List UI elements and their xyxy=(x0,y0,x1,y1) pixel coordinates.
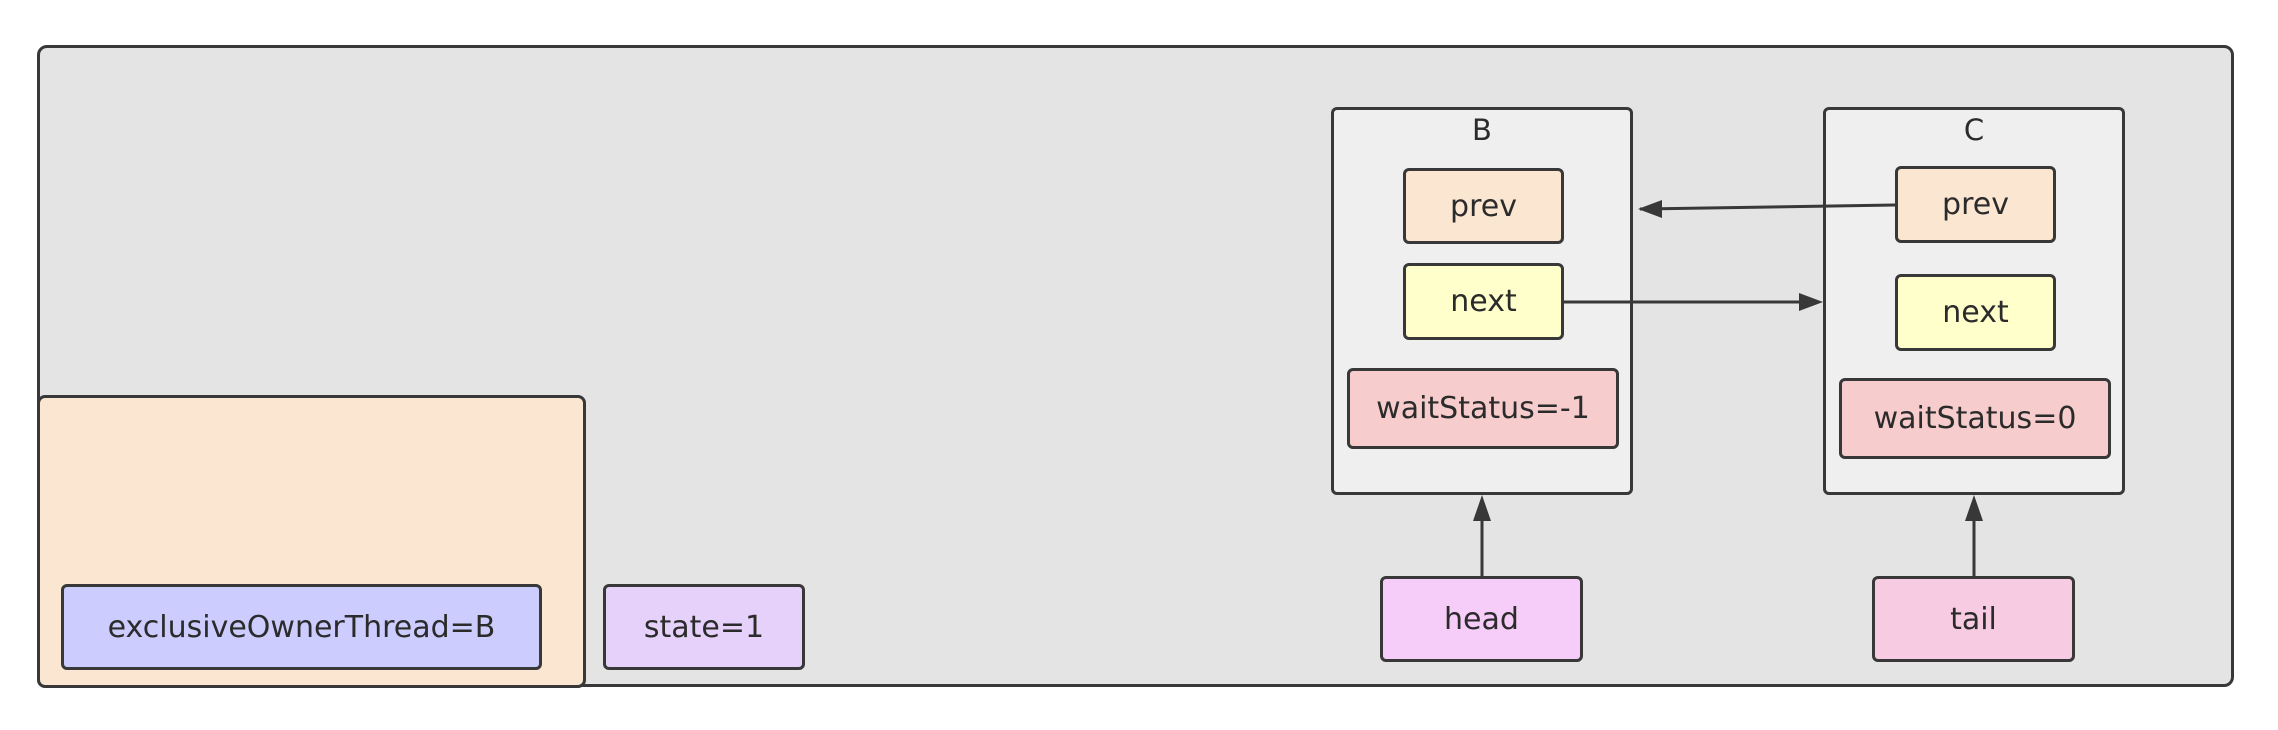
node-c-prev-field: prev xyxy=(1895,166,2056,243)
node-c-next-field: next xyxy=(1895,274,2056,351)
tail-pointer-label: tail xyxy=(1950,601,1997,637)
node-b-wait-status-field: waitStatus=-1 xyxy=(1347,368,1619,449)
tail-pointer-box: tail xyxy=(1872,576,2075,662)
node-b-title: B xyxy=(1472,113,1492,147)
head-pointer-label: head xyxy=(1444,601,1519,637)
state-label: state=1 xyxy=(643,609,765,645)
node-c-title: C xyxy=(1963,113,1985,147)
node-b-wait-status-label: waitStatus=-1 xyxy=(1376,391,1590,426)
state-box: state=1 xyxy=(603,584,805,670)
head-pointer-box: head xyxy=(1380,576,1583,662)
exclusive-owner-thread-box: exclusiveOwnerThread=B xyxy=(61,584,542,670)
node-c-prev-label: prev xyxy=(1942,187,2009,222)
node-b-next-label: next xyxy=(1450,284,1517,319)
node-b-next-field: next xyxy=(1403,263,1564,340)
exclusive-owner-thread-label: exclusiveOwnerThread=B xyxy=(107,609,496,645)
node-b-prev-field: prev xyxy=(1403,168,1564,244)
node-b-prev-label: prev xyxy=(1450,188,1517,224)
node-c-next-label: next xyxy=(1942,295,2009,330)
node-c-wait-status-field: waitStatus=0 xyxy=(1839,378,2111,459)
node-c-wait-status-label: waitStatus=0 xyxy=(1873,401,2077,436)
